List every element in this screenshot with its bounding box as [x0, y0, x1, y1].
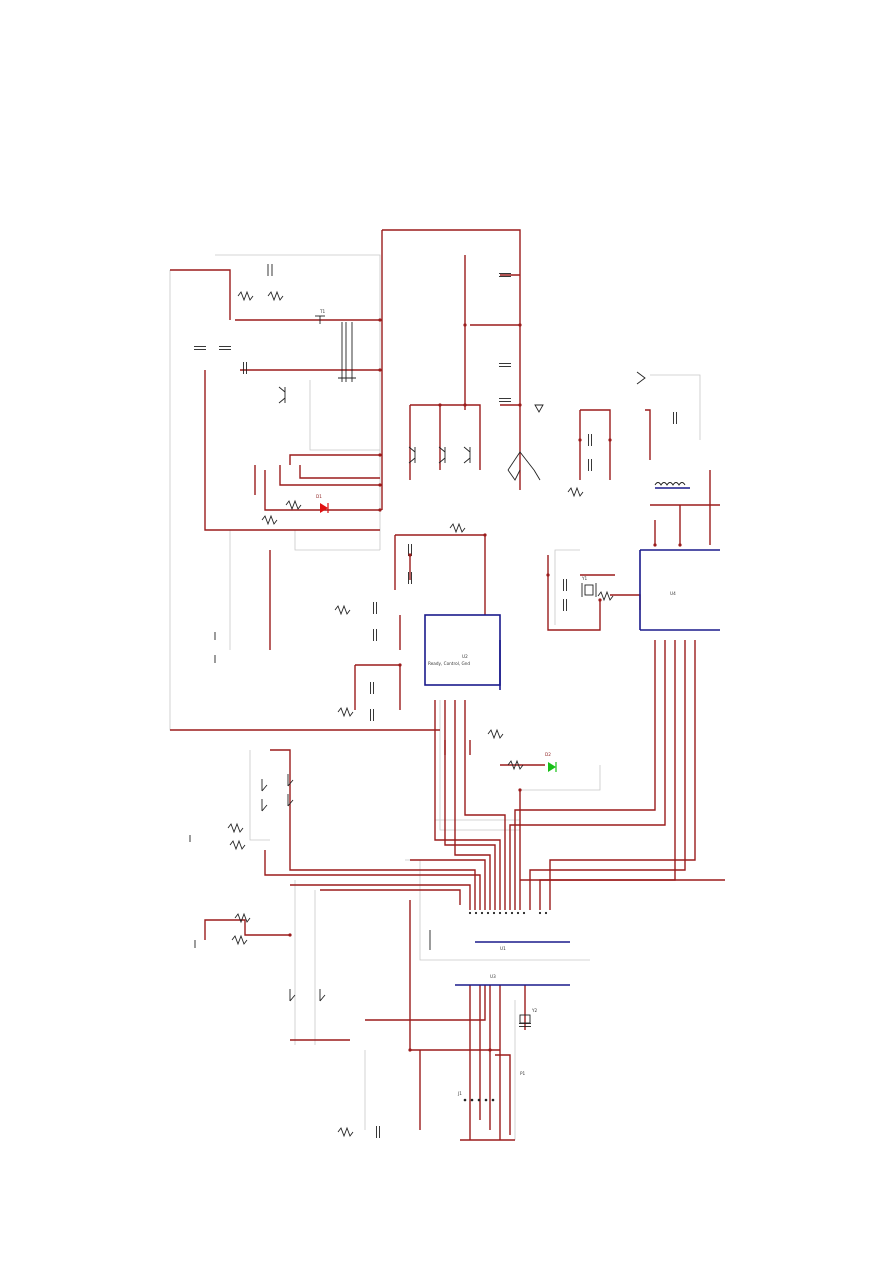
leds: [320, 503, 557, 772]
label-u3: U3: [490, 974, 496, 979]
led-red: [320, 503, 328, 513]
capacitors: [194, 264, 677, 1138]
power-and-signal-wires: [170, 229, 725, 1141]
label-d2: D2: [545, 752, 551, 757]
pin-headers: [463, 911, 548, 1102]
crystals: [519, 583, 597, 1024]
junctions: [288, 318, 682, 1052]
reference-labels: U2 U4 U1 U3 T1 D1 D2 Y1 Y2 J1 P1 Ready, …: [316, 309, 676, 1096]
guide-wires: [169, 254, 701, 1140]
resistors: [227, 290, 614, 1138]
label-u2: U2: [462, 654, 468, 659]
label-d1: D1: [316, 494, 322, 499]
led-green: [548, 762, 556, 772]
label-mcu-pins: Ready, Control, Gnd: [428, 661, 470, 666]
ic-bodies: [424, 549, 720, 986]
bridge-rectifier: [507, 451, 541, 481]
label-p1: P1: [520, 1071, 526, 1076]
inductor: [654, 482, 690, 489]
push-switches: [261, 774, 326, 1002]
label-u4: U4: [670, 591, 676, 596]
transistors: [278, 315, 471, 464]
label-y1: Y1: [581, 576, 588, 581]
label-y2: Y2: [531, 1008, 538, 1013]
label-j1: J1: [457, 1091, 462, 1096]
ic-u2: [424, 614, 501, 686]
ground-symbols: [189, 371, 646, 950]
label-u1: U1: [500, 946, 506, 951]
transformer-t1: [338, 322, 356, 382]
label-t1: T1: [319, 309, 326, 314]
